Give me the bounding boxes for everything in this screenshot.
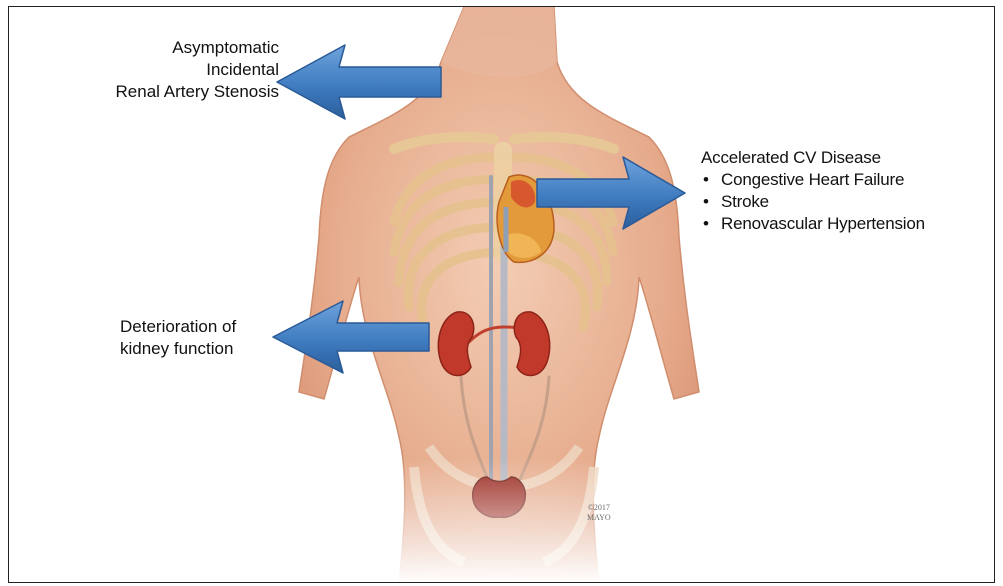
- label-line: kidney function: [120, 338, 300, 360]
- list-item: Congestive Heart Failure: [701, 169, 991, 191]
- cv-disease-list: Congestive Heart Failure Stroke Renovasc…: [701, 169, 991, 235]
- label-cv-disease: Accelerated CV Disease Congestive Heart …: [701, 147, 991, 235]
- label-asymptomatic-ras: Asymptomatic Incidental Renal Artery Ste…: [79, 37, 279, 103]
- label-line: Renal Artery Stenosis: [79, 81, 279, 103]
- copyright-mark: ©2017 MAYO: [587, 503, 611, 523]
- list-item: Renovascular Hypertension: [701, 213, 991, 235]
- copyright-line: ©2017: [587, 503, 611, 513]
- copyright-line: MAYO: [587, 513, 611, 523]
- cv-disease-title: Accelerated CV Disease: [701, 147, 991, 169]
- label-line: Asymptomatic: [79, 37, 279, 59]
- label-kidney-deterioration: Deterioration of kidney function: [79, 316, 300, 360]
- figure-frame: Asymptomatic Incidental Renal Artery Ste…: [8, 6, 995, 583]
- label-line: Deterioration of: [120, 316, 300, 338]
- label-line: Incidental: [79, 59, 279, 81]
- bottom-fade: [9, 457, 995, 583]
- list-item: Stroke: [701, 191, 991, 213]
